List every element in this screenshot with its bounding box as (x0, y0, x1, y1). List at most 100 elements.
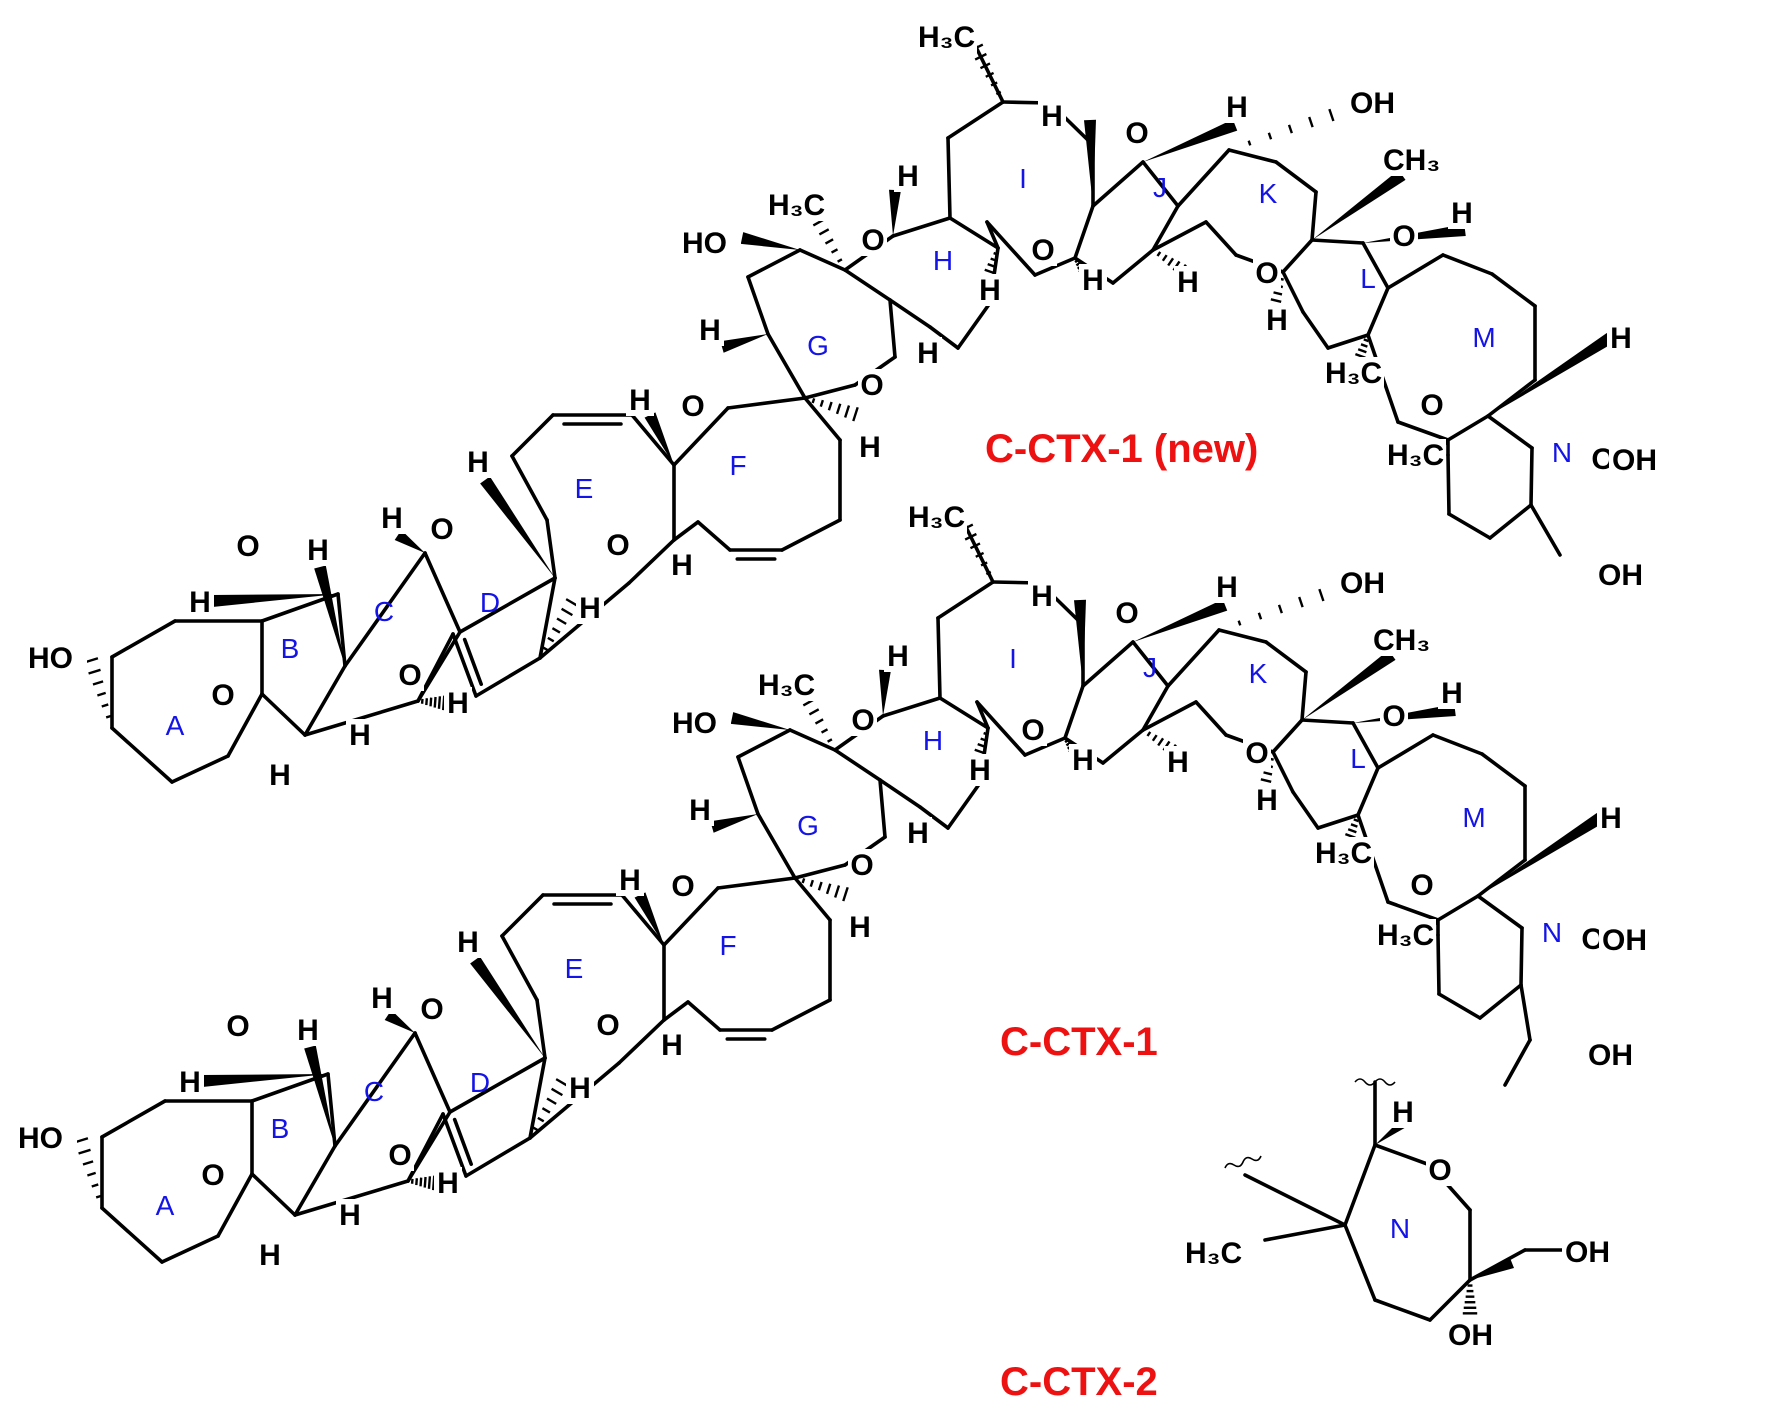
bond (1194, 700, 1228, 737)
bond (510, 413, 555, 458)
bond (1274, 160, 1318, 194)
ring-label: B (281, 633, 300, 664)
atom-label-mask (294, 1014, 322, 1046)
wedge-bond (201, 1074, 328, 1087)
hash-bond (87, 1171, 97, 1177)
atom-label: H (1256, 784, 1278, 817)
atom-label: H (179, 1066, 201, 1099)
bond (1503, 1038, 1532, 1087)
atom-label-mask (224, 1010, 252, 1042)
ring-label: L (1360, 263, 1376, 294)
atom-label-mask (378, 502, 406, 534)
atom-label-mask (454, 926, 482, 958)
double-bond (452, 1117, 474, 1166)
bond (1111, 248, 1155, 285)
bond (1529, 503, 1562, 557)
bond (672, 406, 730, 467)
bond (1480, 752, 1527, 788)
atom-label-mask (1426, 1154, 1454, 1186)
hash-bond (827, 738, 833, 743)
bond (1301, 310, 1330, 350)
bond (736, 728, 792, 759)
atom-label: H (1441, 677, 1463, 710)
bond (441, 1112, 468, 1178)
atom-label-mask (848, 849, 876, 881)
atom-label-mask (576, 592, 604, 624)
bond (756, 812, 797, 880)
atom-label-mask (1438, 677, 1466, 709)
hash-bond (1357, 348, 1367, 354)
atom-label-mask (894, 160, 922, 192)
bond (1023, 736, 1067, 757)
hash-bond (801, 877, 806, 884)
hash-bond (78, 1148, 91, 1155)
bond (293, 1144, 337, 1217)
wedge-bond (1084, 119, 1096, 206)
bond (226, 692, 264, 758)
atom-label: H₃C (1377, 919, 1434, 952)
hash-bond (984, 268, 996, 275)
atom-label-mask (884, 640, 912, 672)
wedge-bond (480, 476, 555, 578)
hash-bond (1065, 740, 1073, 747)
hash-bond (1260, 778, 1272, 783)
bond (500, 893, 545, 938)
atom-label: O (211, 679, 234, 712)
wedge-bond (1488, 332, 1614, 416)
bond (250, 1172, 297, 1217)
bond (448, 1056, 547, 1114)
double-bond (462, 637, 484, 686)
atom-label: H (269, 759, 291, 792)
wedge-bond (720, 334, 768, 353)
ring-label: I (1009, 643, 1017, 674)
atom-label: HO (18, 1122, 63, 1155)
hash-bond (532, 1126, 539, 1132)
bond (617, 1018, 666, 1065)
ring-label: M (1462, 802, 1485, 833)
atom-label-mask (1609, 444, 1671, 476)
atom-label: O (1125, 117, 1148, 150)
atom-label: H (629, 384, 651, 417)
atom-label-mask (396, 659, 424, 691)
atom-label: H (437, 1167, 459, 1200)
ring-label: G (797, 810, 819, 841)
hash-bond (1328, 108, 1335, 122)
wedge-bond (470, 956, 545, 1058)
bond (1437, 992, 1482, 1020)
atom-label: H (1451, 197, 1473, 230)
bond (975, 700, 1027, 757)
atom-label-mask (444, 687, 472, 719)
atom-label-mask (1408, 869, 1436, 901)
bond (1366, 286, 1390, 337)
bond (793, 863, 847, 880)
bond (1373, 1298, 1432, 1322)
bond (538, 576, 557, 660)
hash-bond (1353, 818, 1359, 823)
hash-bond (818, 228, 830, 236)
bond (1300, 718, 1355, 725)
bond (110, 619, 177, 659)
bond (1431, 733, 1484, 756)
bond (985, 220, 1037, 277)
atom-label: OH (1612, 444, 1657, 477)
wedge-bond (730, 712, 790, 730)
atom-label: H (349, 719, 371, 752)
atom-label-mask (859, 224, 887, 256)
atom-label: H (189, 586, 211, 619)
atom-label: O (1420, 389, 1443, 422)
bond (1476, 858, 1527, 898)
atom-label-mask (1562, 1236, 1624, 1268)
wedge-bond (314, 565, 345, 666)
atom-label: O (1392, 220, 1415, 253)
bond (1373, 1143, 1432, 1167)
atom-label-mask (1019, 714, 1047, 746)
atom-label: H (1392, 1096, 1414, 1129)
atom-label: H₃C (758, 669, 815, 702)
hash-bond (820, 728, 829, 734)
atom-label-mask (1585, 1039, 1647, 1071)
bond (985, 220, 1000, 250)
